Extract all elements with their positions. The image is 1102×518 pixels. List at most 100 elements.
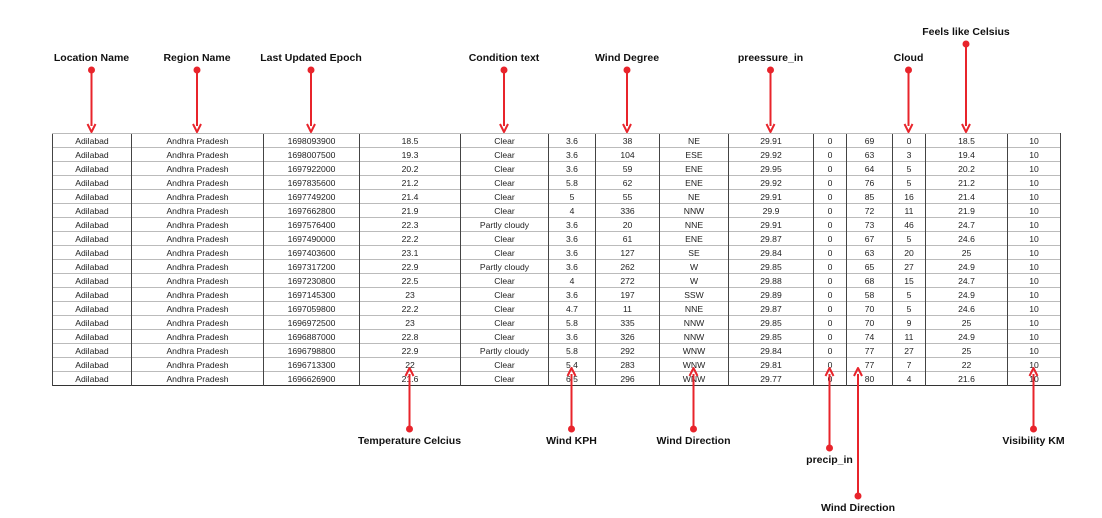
table-cell: 0: [813, 357, 847, 372]
table-cell: 23: [359, 315, 461, 330]
table-cell: 10: [1007, 147, 1061, 162]
table-cell: 10: [1007, 175, 1061, 190]
table-cell: 1696887000: [263, 329, 360, 344]
callout-label-cloud: Cloud: [893, 52, 924, 64]
table-cell: Clear: [460, 161, 549, 176]
table-cell: Clear: [460, 329, 549, 344]
table-cell: 38: [595, 133, 660, 148]
table-cell: 29.85: [728, 329, 814, 344]
table-cell: 3.6: [548, 133, 596, 148]
table-cell: 62: [595, 175, 660, 190]
table-cell: 61: [595, 231, 660, 246]
table-cell: 10: [1007, 259, 1061, 274]
table-cell: 29.87: [728, 301, 814, 316]
table-cell: 10: [1007, 217, 1061, 232]
table-cell: 10: [1007, 301, 1061, 316]
table-cell: 29.91: [728, 189, 814, 204]
table-cell: Clear: [460, 231, 549, 246]
table-cell: Andhra Pradesh: [131, 315, 264, 330]
callout-arrow-last-updated-epoch: [306, 66, 316, 133]
callout-arrow-wind-direction-2: [853, 367, 863, 500]
table-cell: 19.3: [359, 147, 461, 162]
table-cell: 74: [846, 329, 893, 344]
table-cell: 29.84: [728, 245, 814, 260]
table-cell: 326: [595, 329, 660, 344]
table-cell: 1697749200: [263, 189, 360, 204]
table-cell: 4.7: [548, 301, 596, 316]
table-cell: 4: [892, 371, 926, 386]
table-cell: Andhra Pradesh: [131, 259, 264, 274]
table-cell: 20: [595, 217, 660, 232]
table-cell: 10: [1007, 371, 1061, 386]
table-cell: 3: [892, 147, 926, 162]
table-cell: 5: [892, 231, 926, 246]
table-cell: 283: [595, 357, 660, 372]
table-cell: 25: [925, 343, 1008, 358]
table-cell: SE: [659, 245, 729, 260]
table-cell: Adilabad: [52, 133, 132, 148]
callout-label-wind-direction-2: Wind Direction: [821, 502, 895, 514]
table-cell: 24.6: [925, 301, 1008, 316]
table-cell: NNE: [659, 301, 729, 316]
table-cell: 104: [595, 147, 660, 162]
table-cell: Andhra Pradesh: [131, 245, 264, 260]
table-cell: Adilabad: [52, 245, 132, 260]
table-cell: 22.2: [359, 301, 461, 316]
table-cell: 1696713300: [263, 357, 360, 372]
table-cell: NE: [659, 189, 729, 204]
callout-label-wind-degree: Wind Degree: [594, 52, 660, 64]
table-cell: Adilabad: [52, 147, 132, 162]
table-cell: 0: [813, 371, 847, 386]
table-cell: Adilabad: [52, 161, 132, 176]
table-cell: Andhra Pradesh: [131, 147, 264, 162]
table-cell: 3.6: [548, 217, 596, 232]
table-cell: 23: [359, 287, 461, 302]
table-cell: 67: [846, 231, 893, 246]
table-cell: 10: [1007, 315, 1061, 330]
table-cell: 15: [892, 273, 926, 288]
table-cell: 10: [1007, 133, 1061, 148]
callout-label-region-name: Region Name: [163, 52, 231, 64]
table-cell: 0: [813, 203, 847, 218]
table-cell: 10: [1007, 231, 1061, 246]
table-cell: 0: [813, 343, 847, 358]
table-cell: 5.8: [548, 343, 596, 358]
table-cell: Adilabad: [52, 371, 132, 386]
table-cell: 292: [595, 343, 660, 358]
table-cell: 0: [813, 147, 847, 162]
table-cell: Clear: [460, 175, 549, 190]
table-cell: 3.6: [548, 147, 596, 162]
table-cell: 29.85: [728, 315, 814, 330]
table-cell: Andhra Pradesh: [131, 343, 264, 358]
table-cell: Adilabad: [52, 259, 132, 274]
table-cell: Partly cloudy: [460, 343, 549, 358]
table-cell: 0: [813, 273, 847, 288]
table-cell: Partly cloudy: [460, 259, 549, 274]
table-cell: 68: [846, 273, 893, 288]
table-cell: 3.6: [548, 161, 596, 176]
table-cell: 29.92: [728, 147, 814, 162]
table-cell: Clear: [460, 147, 549, 162]
table-cell: 1697835600: [263, 175, 360, 190]
table-cell: 3.6: [548, 245, 596, 260]
table-cell: 29.92: [728, 175, 814, 190]
table-cell: 10: [1007, 329, 1061, 344]
table-cell: 73: [846, 217, 893, 232]
table-cell: 0: [813, 259, 847, 274]
table-cell: Andhra Pradesh: [131, 301, 264, 316]
table-cell: 21.2: [925, 175, 1008, 190]
callout-label-preessure-in: preessure_in: [737, 52, 804, 64]
table-cell: 18.5: [925, 133, 1008, 148]
table-cell: 10: [1007, 203, 1061, 218]
table-cell: 9: [892, 315, 926, 330]
table-cell: 65: [846, 259, 893, 274]
callout-arrow-preessure-in: [765, 66, 776, 133]
